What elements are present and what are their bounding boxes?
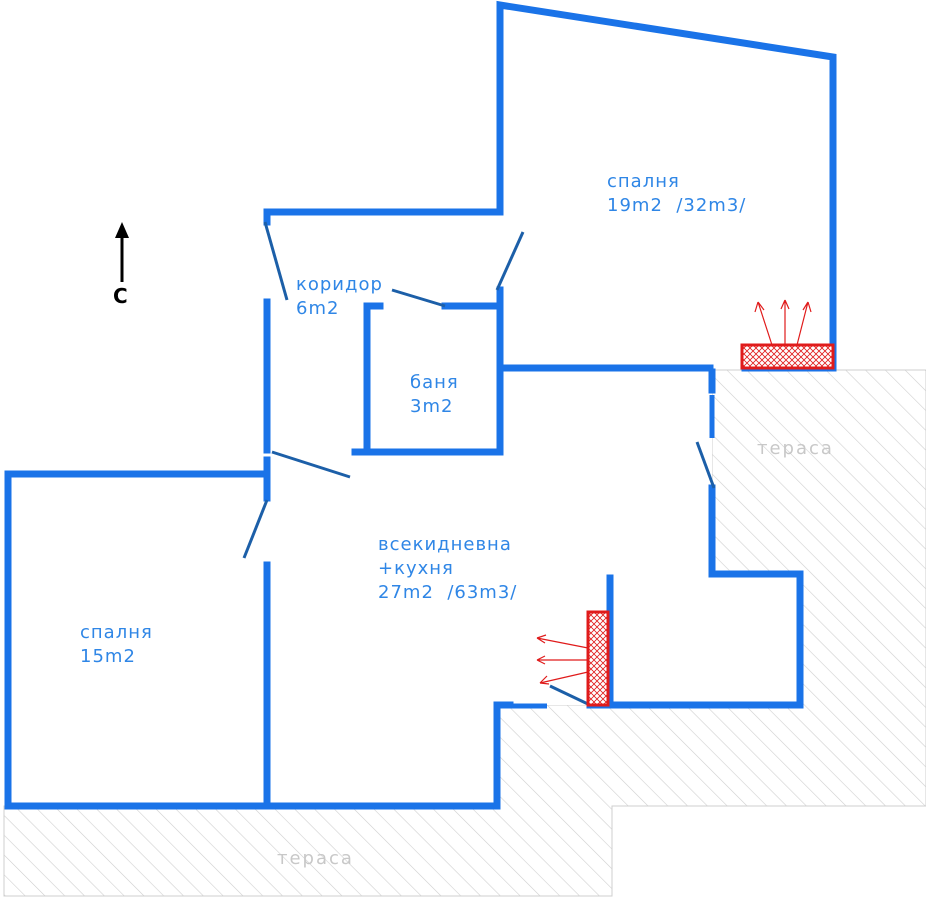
bedroom-large-area: 19m2 /32m3/ — [607, 195, 746, 216]
bathroom-name: баня — [410, 372, 459, 393]
bathroom-area: 3m2 — [410, 396, 453, 417]
heater-bedroom — [740, 343, 835, 370]
heat-arrows-bedroom — [754, 299, 812, 346]
terrace-east-label: тераса — [757, 438, 834, 459]
bedroom-small-name: спалня — [80, 622, 153, 643]
terrace-south-label: тераса — [277, 848, 354, 869]
heat-arrows-living — [536, 634, 589, 685]
door-bathroom — [391, 288, 446, 308]
door-bedroom-small — [242, 499, 269, 559]
bedroom-small-walls — [4, 470, 514, 810]
door-terrace-south — [549, 684, 591, 707]
door-living — [271, 450, 351, 479]
living-name: всекидневна — [378, 534, 512, 555]
heater-living — [586, 610, 610, 707]
living-name2: +кухня — [378, 558, 454, 579]
door-terrace-east — [695, 441, 716, 489]
door-corridor-entry — [263, 221, 289, 301]
living-wall-east-3 — [586, 484, 804, 709]
living-area: 27m2 /63m3/ — [378, 582, 517, 603]
north-label: С — [113, 284, 128, 308]
bedroom-small-area: 15m2 — [80, 646, 136, 667]
bathroom-walls — [363, 302, 384, 451]
corridor-area: 6m2 — [296, 298, 339, 319]
north-arrow — [115, 222, 129, 282]
interior-fill — [8, 5, 833, 806]
door-bedroom-large — [495, 231, 525, 291]
bedroom-large-name: спалня — [607, 171, 680, 192]
corridor-name: коридор — [296, 274, 383, 295]
